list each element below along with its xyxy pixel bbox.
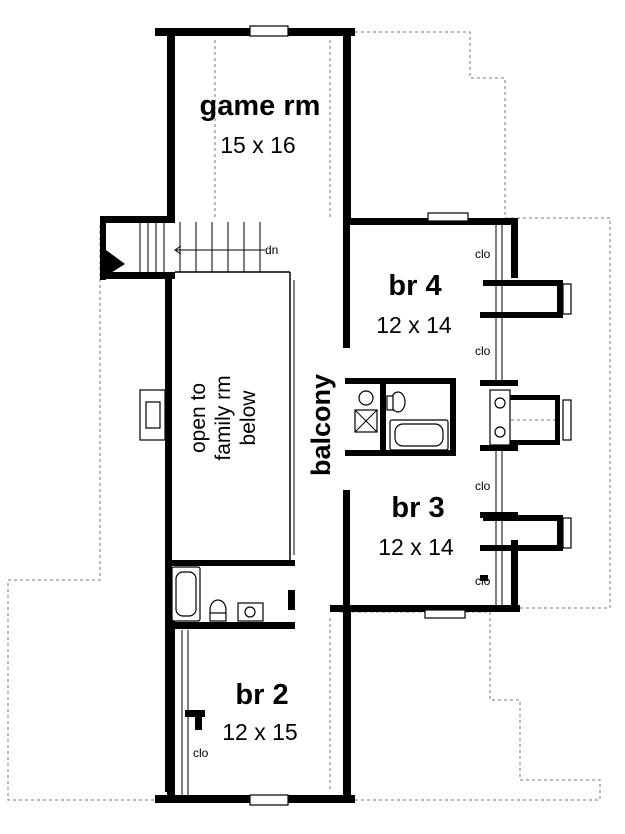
game-room-dims: 15 x 16 [220,132,295,158]
bath-fixtures [171,389,511,622]
stairs [106,222,290,276]
bedroom2-dims: 12 x 15 [222,719,297,745]
roof-outline [7,31,611,801]
closet-label-2: clo [475,344,491,358]
stairs-down-label: dn [265,243,278,257]
closet-label-4: clo [475,574,491,588]
bedroom2-name: br 2 [235,679,288,711]
open-label-line3: below [237,390,260,446]
windows [139,25,572,806]
bedroom3-dims: 12 x 14 [378,534,454,560]
bedroom3-name: br 3 [391,492,444,524]
closet-label-1: clo [475,247,491,261]
game-room-name: game rm [200,90,321,122]
open-label-line2: family rm [212,375,235,460]
balcony-label: balcony [306,374,336,476]
bedroom4-name: br 4 [388,270,441,302]
open-area-railing [289,272,295,560]
open-label-line1: open to [187,383,210,453]
closet-lines [181,225,503,795]
closet-label-3: clo [475,479,491,493]
closet-label-5: clo [193,746,209,760]
bedroom4-dims: 12 x 14 [376,312,452,338]
open-to-below-label: open to family rm below [187,375,260,460]
